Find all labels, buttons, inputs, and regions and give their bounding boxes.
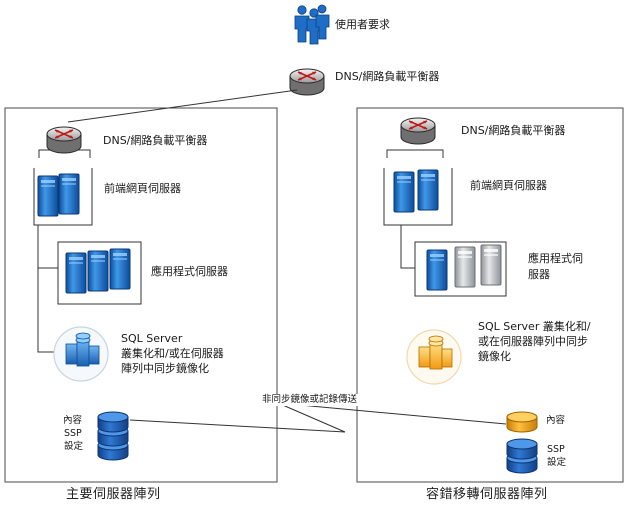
failover-web-label: 前端網頁伺服器 [470,179,547,192]
primary-sql-line3: 陣列中同步鏡像化 [121,362,209,375]
link-line-top-primary [67,89,298,123]
failover-db-ssp-label: SSP [547,444,565,455]
bracket-primary-app [57,241,142,305]
primary-web-label: 前端網頁伺服器 [104,182,181,195]
app-servers-primary-icon [65,248,131,294]
users-icon [294,4,330,45]
primary-db-line2: SSP [64,428,82,439]
failover-app-line2: 服器 [528,268,550,281]
web-servers-primary-icon [37,173,80,217]
database-primary-icon [97,411,129,461]
primary-farm-label: 主要伺服器陣列 [66,487,161,502]
sql-server-failover-icon [406,329,462,385]
async-link-label: 非同步鏡像或記錄傳送 [261,394,359,406]
failover-sql-line1: SQL Server 叢集化和/ [478,320,591,333]
bracket-primary-web [33,168,93,226]
failover-dns-label: DNS/網路負載平衡器 [461,124,566,137]
app-servers-failover-icon [426,244,502,291]
failover-sql-line3: 鏡像化 [478,350,511,363]
failover-farm-label: 容錯移轉伺服器陣列 [426,487,548,502]
async-link-line [129,402,507,433]
dns-top-label: DNS/網路負載平衡器 [335,70,440,83]
failover-db-settings-label: 設定 [547,457,567,468]
primary-db-line3: 設定 [64,441,84,452]
primary-sql-line2: 叢集化和/或在伺服器 [121,347,224,360]
failover-app-line1: 應用程式伺 [528,252,583,265]
database-failover-ssp-icon [506,438,538,474]
bracket-failover-dns [386,149,444,158]
router-icon-top [289,68,325,96]
tree-line-primary [37,225,54,353]
bracket-failover-web [383,168,453,226]
web-servers-failover-icon [393,169,439,213]
primary-dns-label: DNS/網路負載平衡器 [103,134,208,147]
failover-sql-line2: 或在伺服器陣列中同步 [478,335,588,348]
bracket-failover-app [414,241,507,297]
users-label: 使用者要求 [335,18,390,31]
primary-farm-box [4,107,278,483]
router-icon-failover [400,117,436,145]
primary-sql-title: SQL Server [121,332,183,345]
primary-app-label: 應用程式伺服器 [151,265,228,278]
router-icon-primary [46,126,82,154]
primary-db-line1: 內容 [63,415,83,426]
failover-farm-box [356,107,624,483]
sql-server-primary-icon [53,326,109,382]
database-failover-content-icon [506,411,538,433]
tree-line-failover [400,225,415,269]
failover-db-content-label: 內容 [546,415,566,426]
